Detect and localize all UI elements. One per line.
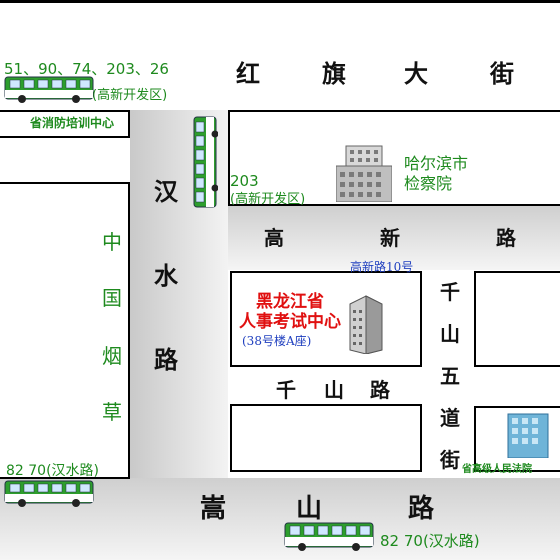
court-label: 省高级人民法院 bbox=[462, 464, 532, 475]
road-hongqi-3: 大 bbox=[404, 60, 428, 88]
zhongguo-yancao-4: 草 bbox=[102, 400, 122, 424]
zhongguo-yancao-1: 中 bbox=[102, 230, 122, 254]
bus-route-bottom-left: 82 70(汉水路) bbox=[6, 463, 100, 479]
block-east-upper bbox=[474, 271, 560, 367]
exam-center-line3: (38号楼A座) bbox=[242, 334, 312, 348]
road-songshan-3: 路 bbox=[408, 494, 435, 524]
road-hanshui-1: 汉 bbox=[154, 178, 178, 206]
road-gaoxin-3: 路 bbox=[496, 226, 516, 250]
court-building-icon bbox=[507, 413, 549, 458]
zhongguo-yancao-3: 烟 bbox=[102, 344, 122, 368]
road-qianshan-1: 千 bbox=[276, 378, 296, 402]
bus-bottom-right-icon bbox=[284, 522, 374, 551]
fire-center-label: 省消防培训中心 bbox=[30, 116, 115, 130]
road-hanshui-2: 水 bbox=[154, 262, 178, 290]
road-songshan-1: 嵩 bbox=[200, 494, 227, 524]
bus-route-mid-area: (高新开发区) bbox=[230, 192, 306, 207]
exam-center-line2: 人事考试中心 bbox=[239, 312, 341, 332]
road-gaoxin-2: 新 bbox=[380, 226, 400, 250]
bus-route-bottom-right: 82 70(汉水路) bbox=[380, 532, 480, 550]
block-qianshan-south bbox=[230, 404, 422, 472]
road-hongqi-4: 街 bbox=[490, 60, 514, 88]
road-qianshanwu-2: 山 bbox=[440, 322, 460, 346]
block-exam-center bbox=[230, 271, 422, 367]
exam-center-line1: 黑龙江省 bbox=[256, 292, 324, 312]
procuratorate-line1: 哈尔滨市 bbox=[404, 154, 469, 173]
zhongguo-yancao-2: 国 bbox=[102, 286, 122, 310]
road-hongqi-2: 旗 bbox=[322, 60, 346, 88]
gaoxin-road-surface bbox=[228, 206, 560, 270]
road-gaoxin-1: 高 bbox=[264, 226, 284, 250]
bus-route-top-left: 51、90、74、203、26 bbox=[4, 60, 169, 78]
road-qianshanwu-1: 千 bbox=[440, 280, 460, 304]
exam-center-building-icon bbox=[349, 295, 383, 354]
road-songshan-2: 山 bbox=[296, 494, 323, 524]
procuratorate-line2: 检察院 bbox=[404, 174, 453, 193]
road-hongqi-1: 红 bbox=[236, 60, 260, 88]
map-top-border bbox=[0, 0, 560, 3]
bus-top-left-icon bbox=[4, 76, 94, 103]
bus-mid-icon bbox=[193, 116, 218, 208]
bus-bottom-left-icon bbox=[4, 480, 94, 507]
road-qianshanwu-5: 街 bbox=[440, 448, 460, 472]
block-fire-center bbox=[0, 110, 130, 138]
procuratorate-building-icon bbox=[336, 145, 392, 202]
road-qianshan-2: 山 bbox=[324, 378, 344, 402]
exam-center-label: 黑龙江省 人事考试中心 bbox=[232, 292, 348, 332]
bus-route-mid: 203 bbox=[230, 172, 259, 190]
gaoxin-address-label: 高新路10号 bbox=[350, 260, 414, 274]
road-qianshanwu-4: 道 bbox=[440, 406, 460, 430]
road-qianshanwu-3: 五 bbox=[440, 364, 460, 388]
road-qianshan-3: 路 bbox=[370, 378, 390, 402]
road-hanshui-3: 路 bbox=[154, 346, 178, 374]
block-zhongguo-yancao bbox=[0, 182, 130, 479]
block-procuratorate bbox=[228, 110, 560, 206]
bus-route-top-left-area: (高新开发区) bbox=[92, 88, 168, 103]
